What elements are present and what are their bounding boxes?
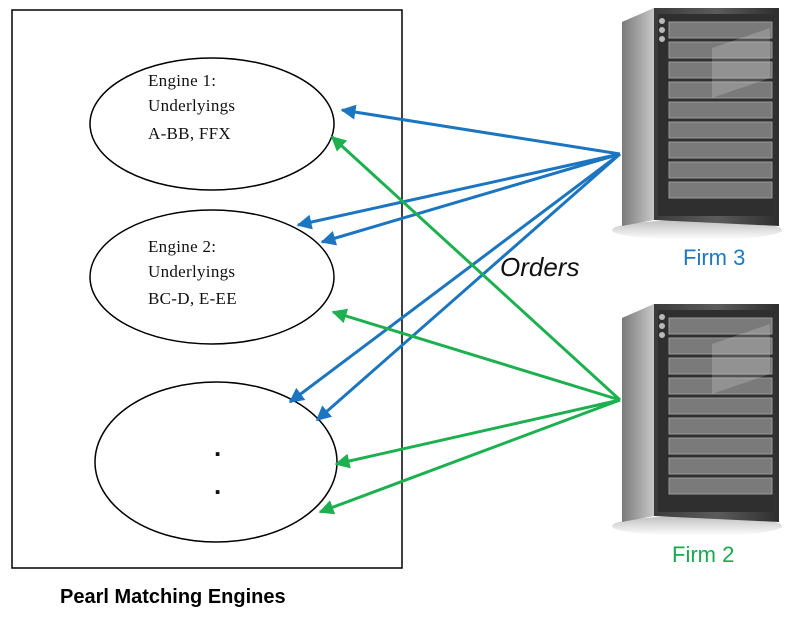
arrow-firm2-engine3-a <box>334 398 621 469</box>
arrow-firm2-engine2 <box>331 308 621 402</box>
diagram-caption: Pearl Matching Engines <box>60 586 286 608</box>
ellipsis-dot-2: . <box>214 470 221 500</box>
engine-more-ellipse <box>94 381 338 543</box>
engine-2-range: BC-D, E-EE <box>148 289 237 308</box>
firm-3-label: Firm 3 <box>683 245 745 270</box>
arrow-firm2-engine1 <box>330 135 622 402</box>
arrow-firm3-engine2-b <box>320 152 621 246</box>
engine-2[interactable]: Engine 2: Underlyings BC-D, E-EE <box>89 209 335 345</box>
engine-2-title: Engine 2: <box>148 237 216 256</box>
engine-1-title: Engine 1: <box>148 71 216 90</box>
arrow-firm3-engine3-a <box>288 152 621 404</box>
arrow-firm3-engine2-a <box>296 152 621 230</box>
engine-1-subtitle: Underlyings <box>148 96 235 115</box>
engine-2-subtitle: Underlyings <box>148 262 235 281</box>
firm-2-label: Firm 2 <box>672 542 734 567</box>
arrow-firm2-engine3-b <box>318 398 621 515</box>
firm-3-server-icon[interactable] <box>612 8 782 240</box>
firm-2-server-icon[interactable] <box>612 304 782 536</box>
firm-3-order-arrows <box>288 104 621 422</box>
engine-more[interactable]: . . <box>94 381 338 543</box>
engine-1-ellipse <box>89 57 335 191</box>
firm-2-order-arrows <box>318 135 622 515</box>
engine-1[interactable]: Engine 1: Underlyings A-BB, FFX <box>89 57 335 191</box>
ellipsis-dot-1: . <box>214 432 221 462</box>
orders-label: Orders <box>500 252 579 282</box>
engine-2-ellipse <box>89 209 335 345</box>
engine-1-range: A-BB, FFX <box>148 124 231 143</box>
arrow-firm3-engine1 <box>340 104 621 156</box>
arrow-firm3-engine3-b <box>315 152 621 422</box>
